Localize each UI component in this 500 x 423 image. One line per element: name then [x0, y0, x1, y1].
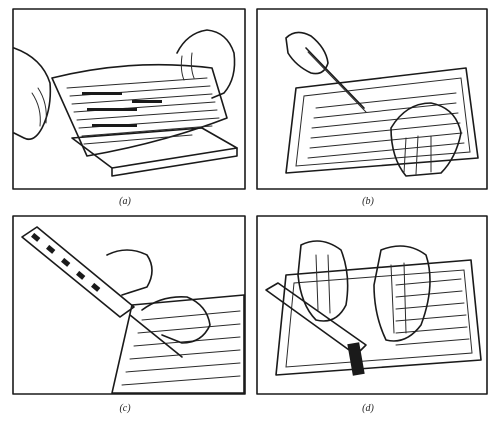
caption-a: (a): [119, 196, 131, 207]
block-base: [71, 127, 238, 169]
paper-sheet: [51, 63, 228, 157]
panel-c-frame: [12, 215, 246, 395]
handle-pattern: [31, 232, 101, 292]
woodblock: [285, 67, 479, 174]
woodblock-inner: [295, 77, 471, 167]
illustration-cutting-tool: [12, 215, 246, 395]
caption-c: (c): [119, 403, 131, 414]
right-hand-d: [373, 245, 431, 342]
print-marks: [82, 92, 162, 127]
panel-a-frame: [12, 8, 246, 190]
panel-c: [12, 215, 246, 395]
tool-blade: [129, 314, 183, 358]
steadying-hand: [390, 102, 462, 177]
illustration-chiseling: [256, 215, 488, 395]
panel-d-frame: [256, 215, 488, 395]
caption-b: (b): [362, 196, 374, 207]
chisel: [265, 282, 367, 356]
illustration-carving-knife: [256, 8, 488, 190]
chisel-block: [347, 342, 365, 376]
woodblock-d: [275, 259, 482, 376]
illustration-peeling-sheet: [12, 8, 246, 190]
knife: [305, 47, 365, 109]
upper-hand: [106, 249, 153, 296]
left-hand: [13, 47, 52, 141]
left-hand-d: [297, 240, 349, 322]
panel-d: [256, 215, 488, 395]
panel-b-frame: [256, 8, 488, 190]
caption-d: (d): [362, 403, 374, 414]
panel-b: [256, 8, 488, 190]
panel-a: [12, 8, 246, 190]
carved-lines-d: [395, 278, 470, 346]
lower-hand: [141, 295, 211, 344]
carved-lines: [307, 92, 465, 159]
tool-handle: [21, 226, 135, 318]
block-edge: [111, 147, 238, 177]
knife-hand: [285, 31, 329, 75]
woodblock-c: [111, 294, 245, 394]
carved-lines-c: [121, 310, 241, 386]
right-hand: [176, 29, 236, 99]
